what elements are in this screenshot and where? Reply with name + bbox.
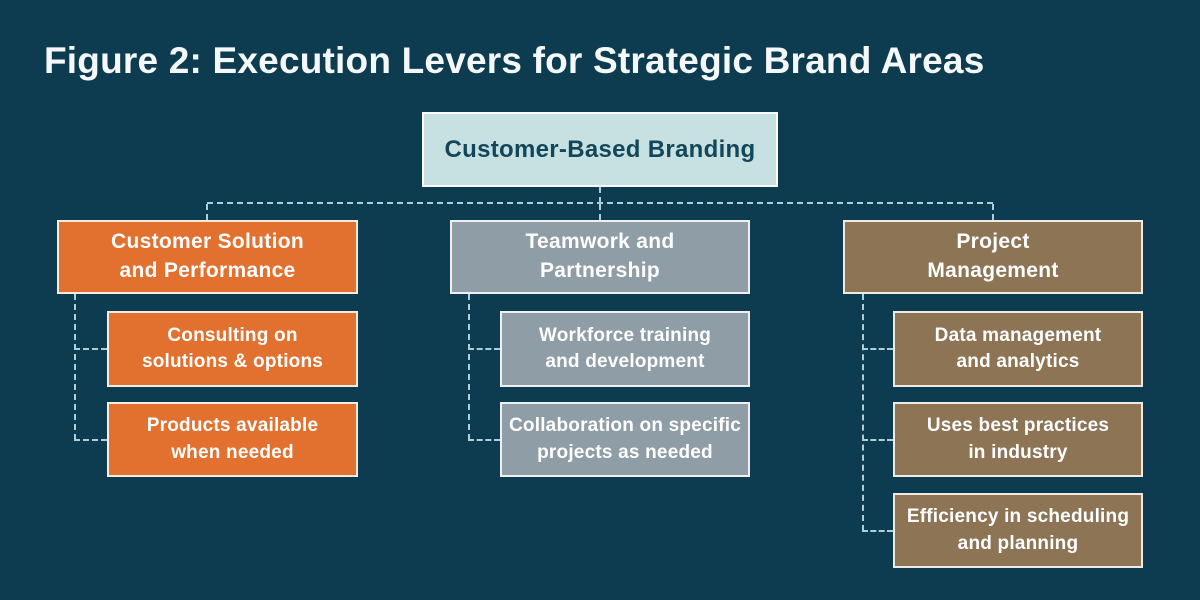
child-box-label: Workforce training and development [538,324,712,372]
connector-branch-3-vline [862,294,864,531]
branch-box-project-management: Project Management [843,220,1143,294]
child-box-products-available: Products available when needed [107,402,358,477]
connector-branch-3-child-3 [862,530,893,532]
child-box-best-practices: Uses best practices in industry [893,402,1143,477]
child-box-label: Data management and analytics [934,324,1102,372]
child-box-label: Collaboration on specific projects as ne… [509,415,741,463]
child-box-label: Products available when needed [146,415,319,463]
connector-branch-2-vline [468,294,470,440]
connector-branch-3-child-2 [862,439,893,441]
branch-box-teamwork-and-partnership: Teamwork and Partnership [450,220,750,294]
connector-branch-1-child-1 [74,348,107,350]
child-box-label: Consulting on solutions & options [141,324,324,372]
connector-stub-branch-2 [599,204,601,220]
branch-label: Customer Solution and Performance [111,230,304,282]
child-box-collaboration-projects: Collaboration on specific projects as ne… [500,402,750,477]
connector-branch-2-child-2 [468,439,500,441]
connector-branch-2-child-1 [468,348,500,350]
connector-branch-3-child-1 [862,348,893,350]
child-box-workforce-training: Workforce training and development [500,311,750,387]
child-box-label: Uses best practices in industry [926,415,1110,463]
child-box-data-management: Data management and analytics [893,311,1143,387]
branch-label: Project Management [927,230,1059,282]
child-box-efficiency-scheduling: Efficiency in scheduling and planning [893,493,1143,568]
child-box-consulting-on-solutions: Consulting on solutions & options [107,311,358,387]
connector-stub-branch-1 [206,204,208,220]
child-box-label: Efficiency in scheduling and planning [906,506,1130,554]
root-box-customer-based-branding: Customer-Based Branding [422,112,778,187]
branch-box-customer-solution-and-performance: Customer Solution and Performance [57,220,358,294]
figure-title: Figure 2: Execution Levers for Strategic… [44,40,985,81]
branch-label: Teamwork and Partnership [525,230,675,282]
connector-horizontal-rail [207,202,993,204]
connector-root-stub [599,187,601,203]
connector-branch-1-vline [74,294,76,440]
connector-branch-1-child-2 [74,439,107,441]
connector-stub-branch-3 [992,204,994,220]
root-box-label: Customer-Based Branding [444,135,756,163]
